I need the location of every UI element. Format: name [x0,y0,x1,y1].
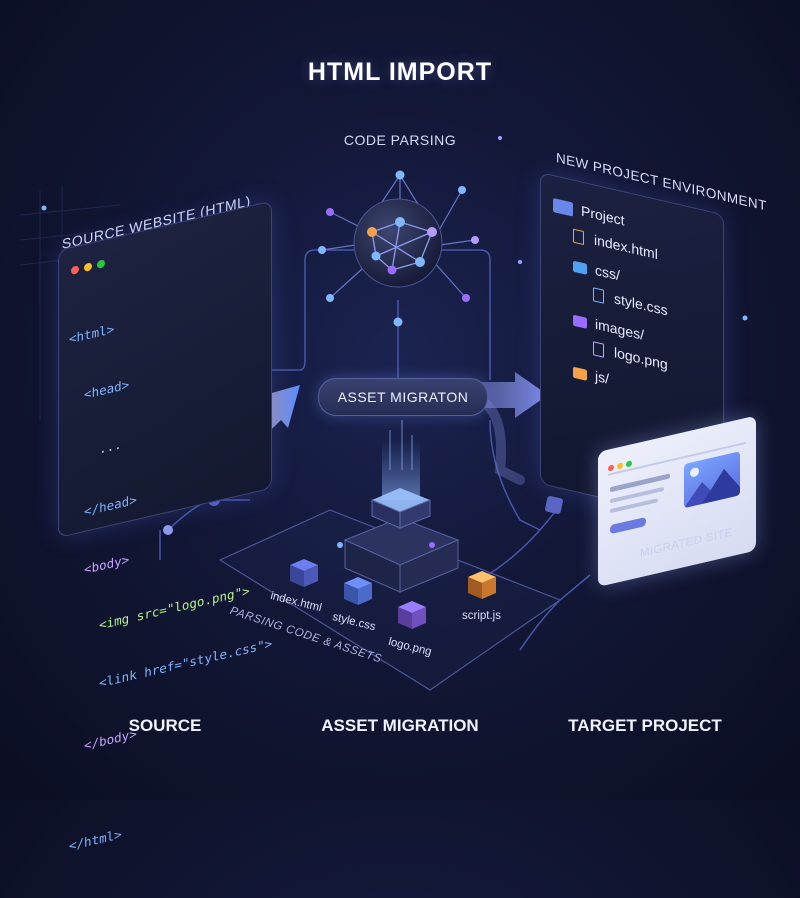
connector-lines [159,249,591,651]
diagram-title: HTML IMPORT [307,58,493,86]
tree-item-project: Project [553,196,625,229]
source-website-window: <html> <head> ... </head> <body> <img sr… [58,200,272,853]
tree-item-label: Project [581,202,625,229]
tree-item-index-html: index.html [573,227,658,263]
migration-arrow-right [470,372,548,418]
maximize-dot-icon [97,259,105,269]
code-line: <head> [69,376,130,405]
image-placeholder-icon [684,451,740,509]
folder-icon [573,366,587,381]
minimize-dot-icon [84,262,92,272]
file-icon [593,341,604,359]
close-dot-icon [71,265,79,275]
processor-block [337,420,460,593]
close-dot-icon [608,464,614,472]
window-controls [71,253,110,280]
asset-cube-html [290,559,318,587]
code-line: ... [69,436,122,464]
tree-item-logo-png: logo.png [593,339,668,373]
asset-cube-png [398,601,426,629]
cta-button-placeholder [610,516,646,535]
code-line: <html> [69,321,115,347]
code-line: <link href="style.css"> [69,635,273,698]
bottom-label-target-project: TARGET PROJECT [568,716,722,735]
tree-item-images: images/ [573,311,644,343]
tree-item-css: css/ [573,257,620,284]
tree-item-label: index.html [594,231,658,263]
folder-icon [553,198,573,217]
code-line [69,751,272,798]
code-line: <body> [69,551,130,581]
tree-item-js: js/ [573,363,609,387]
folder-icon [573,314,587,329]
tree-item-label: style.css [614,290,668,319]
bottom-label-asset-migration: ASSET MIGRATION [321,716,479,735]
asset-label-script-js: script.js [462,610,501,622]
code-parsing-label: CODE PARSING [343,132,457,148]
tree-item-label: js/ [595,367,609,387]
minimize-dot-icon [617,462,623,470]
maximize-dot-icon [626,460,632,468]
file-icon [573,228,584,246]
tree-item-style-css: style.css [593,285,668,319]
html-code-block: <html> <head> ... </head> <body> <img sr… [69,244,272,895]
tree-item-label: logo.png [614,344,668,373]
parsing-hub [318,170,479,327]
folder-icon [573,260,587,275]
bottom-label-source: SOURCE [128,716,202,735]
parsing-zone-outline [218,509,562,691]
tree-item-label: css/ [595,261,620,284]
tree-item-label: images/ [595,315,645,344]
asset-cube-css [344,577,372,605]
code-line: </head> [69,491,137,522]
asset-migration-pill: ASSET MIGRATON [318,378,488,416]
asset-cube-js [468,571,496,599]
file-icon [593,287,604,305]
